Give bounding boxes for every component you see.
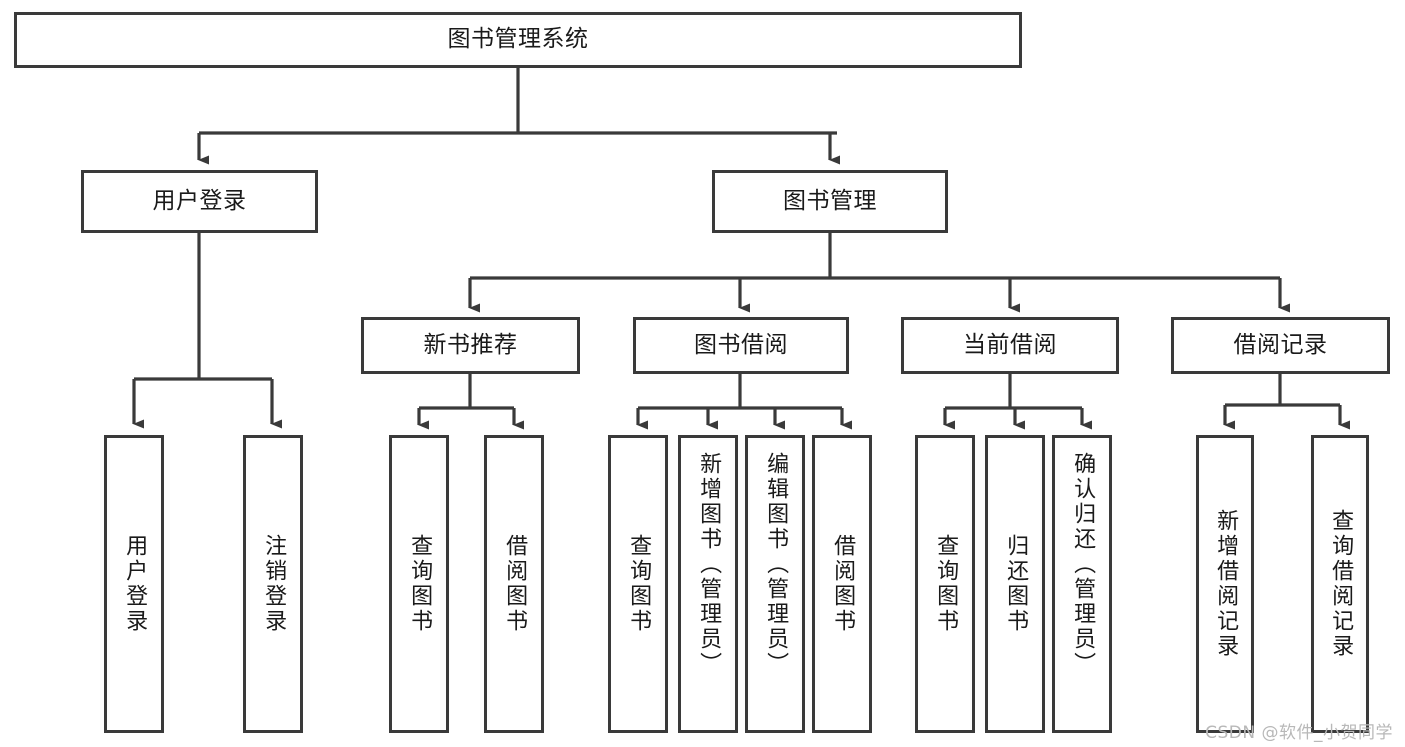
leaf-node-label: 新增借阅记录 xyxy=(1213,509,1239,659)
node-root[interactable]: 图书管理系统 xyxy=(14,12,1022,68)
leaf-node-label: 查询图书 xyxy=(626,534,652,634)
leaf-node[interactable]: 新增图书（管理员） xyxy=(678,435,738,733)
leaf-node[interactable]: 注销登录 xyxy=(243,435,303,733)
node-borrow-record-label: 借阅记录 xyxy=(1233,331,1328,358)
node-new-book-recommend[interactable]: 新书推荐 xyxy=(361,317,580,374)
leaf-node-label: 借阅图书 xyxy=(502,534,528,634)
node-current-borrow[interactable]: 当前借阅 xyxy=(901,317,1119,374)
leaf-node[interactable]: 归还图书 xyxy=(985,435,1045,733)
leaf-node[interactable]: 编辑图书（管理员） xyxy=(745,435,805,733)
leaf-node[interactable]: 新增借阅记录 xyxy=(1196,435,1254,733)
node-new-book-recommend-label: 新书推荐 xyxy=(423,331,518,358)
node-borrow-record[interactable]: 借阅记录 xyxy=(1171,317,1390,374)
leaf-node-label: 确认归还（管理员） xyxy=(1070,452,1096,677)
leaf-node[interactable]: 借阅图书 xyxy=(484,435,544,733)
leaf-node-label: 编辑图书（管理员） xyxy=(763,452,789,677)
node-book-management[interactable]: 图书管理 xyxy=(712,170,948,233)
leaf-node-label: 查询图书 xyxy=(933,534,959,634)
node-book-borrow[interactable]: 图书借阅 xyxy=(633,317,849,374)
leaf-node[interactable]: 查询图书 xyxy=(915,435,975,733)
watermark: CSDN @软件_小贺同学 xyxy=(1205,723,1393,743)
leaf-node-label: 借阅图书 xyxy=(830,534,856,634)
node-user-login-label: 用户登录 xyxy=(152,187,247,214)
leaf-node[interactable]: 借阅图书 xyxy=(812,435,872,733)
node-current-borrow-label: 当前借阅 xyxy=(963,331,1057,358)
leaf-node-label: 新增图书（管理员） xyxy=(696,452,722,677)
leaf-node-label: 用户登录 xyxy=(122,534,148,634)
leaf-node[interactable]: 用户登录 xyxy=(104,435,164,733)
leaf-node[interactable]: 确认归还（管理员） xyxy=(1052,435,1112,733)
node-book-borrow-label: 图书借阅 xyxy=(694,331,788,358)
leaf-node[interactable]: 查询图书 xyxy=(608,435,668,733)
node-root-label: 图书管理系统 xyxy=(447,26,589,53)
leaf-node-label: 查询借阅记录 xyxy=(1328,509,1354,659)
node-user-login[interactable]: 用户登录 xyxy=(81,170,318,233)
leaf-node[interactable]: 查询借阅记录 xyxy=(1311,435,1369,733)
leaf-node-label: 注销登录 xyxy=(261,534,287,634)
leaf-node-label: 归还图书 xyxy=(1003,534,1029,634)
leaf-node-label: 查询图书 xyxy=(407,534,433,634)
leaf-node[interactable]: 查询图书 xyxy=(389,435,449,733)
node-book-management-label: 图书管理 xyxy=(783,187,877,214)
